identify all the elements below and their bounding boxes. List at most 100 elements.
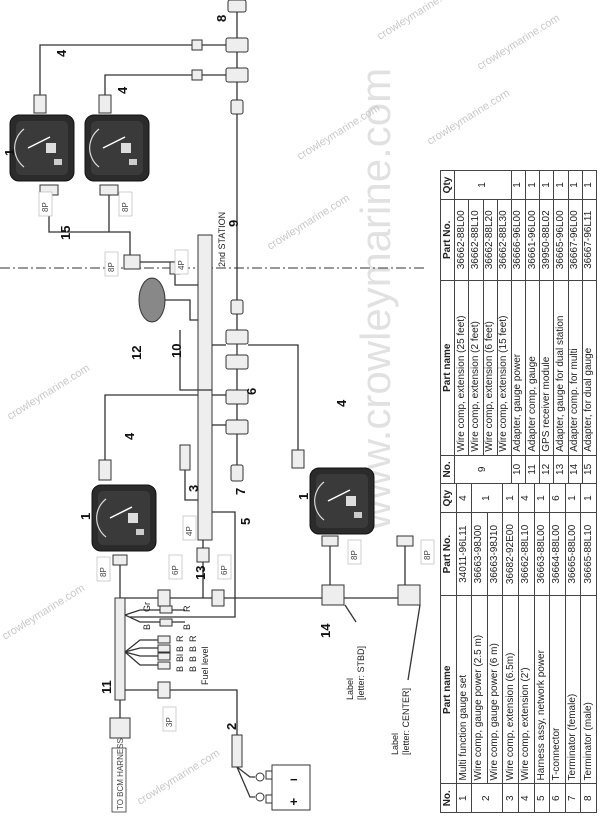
gps-receiver-module bbox=[138, 277, 166, 323]
cell-qty: 1 bbox=[568, 170, 583, 200]
cable-4-gauge3 bbox=[104, 394, 198, 480]
cell-no: 11 bbox=[525, 455, 540, 484]
connector-pin-label: 8P bbox=[423, 550, 432, 560]
connector-label-box bbox=[104, 251, 119, 277]
connector-pin-label: 4P bbox=[177, 260, 186, 270]
cell-no: 6 bbox=[549, 783, 566, 813]
cell-part-name: Adapter, gauge for dual station bbox=[553, 280, 569, 456]
battery-plus-sign: + bbox=[290, 794, 298, 809]
cell-part-no: 36663-88L00 bbox=[534, 512, 550, 596]
callout-number: 1 bbox=[78, 513, 93, 520]
watermark-small: crowleymarine.com bbox=[5, 362, 92, 422]
cell-no: 4 bbox=[518, 783, 535, 813]
stbd-label-letter: [letter: STBD] bbox=[356, 646, 366, 700]
multi-function-gauge bbox=[309, 467, 375, 535]
cable-2-fuse bbox=[231, 734, 243, 768]
cell-no: 3 bbox=[502, 783, 519, 813]
cell-part-no: 36665-88L10 bbox=[580, 512, 597, 596]
cable-15 bbox=[48, 195, 131, 255]
connector-label-box bbox=[168, 554, 183, 580]
callout-number: 12 bbox=[129, 346, 144, 360]
wire-color-code: B bbox=[188, 656, 198, 662]
cell-part-no: 36665-88L00 bbox=[565, 512, 581, 596]
center-label-letter: [letter: CENTER] bbox=[401, 688, 411, 755]
connector-label-box bbox=[174, 249, 189, 275]
cell-no: 12 bbox=[539, 455, 554, 484]
col-header-part-no: Part No. bbox=[440, 512, 457, 596]
table-row: Wire comp, extension (2 feet)36662-88L10 bbox=[468, 171, 484, 484]
wire-color-code: B bbox=[182, 624, 192, 630]
bcm-harness-label: TO BCM HARNESS bbox=[116, 738, 125, 810]
cable-4-gauge1 bbox=[39, 44, 192, 112]
cell-qty: 1 bbox=[565, 483, 581, 513]
cell-part-name: Wire comp, extension (2') bbox=[518, 595, 535, 784]
cell-part-no: 36665-96L00 bbox=[553, 199, 569, 281]
cell-part-no: 39950-88L02 bbox=[539, 199, 554, 281]
cell-part-no: 36662-88L20 bbox=[483, 199, 498, 281]
adapter-bar bbox=[197, 234, 213, 541]
callout-number: 13 bbox=[193, 566, 208, 580]
cell-part-name: Wire comp, gauge power (2.5 m) bbox=[471, 595, 488, 784]
cell-part-name: Terminator (female) bbox=[565, 595, 581, 784]
cell-qty: 1 bbox=[471, 483, 503, 513]
connector-label-box bbox=[38, 191, 53, 217]
col-header-no: No. bbox=[440, 783, 457, 813]
callout-number: 14 bbox=[318, 623, 333, 638]
cable-2 bbox=[125, 689, 238, 735]
stbd-label-title: Label bbox=[345, 678, 355, 700]
col-header-part-no: Part No. bbox=[440, 199, 455, 281]
wire-color-code: Bl bbox=[175, 654, 185, 662]
cell-part-name: Adapter comp. for multi bbox=[568, 280, 583, 456]
cable-4-gauge4 bbox=[248, 344, 299, 455]
cell-part-name: Terminator (male) bbox=[580, 595, 597, 784]
wire-color-code: R bbox=[175, 635, 185, 642]
connector-label-box bbox=[182, 515, 197, 541]
wire-color-code: B bbox=[142, 624, 152, 630]
connector-label-box bbox=[96, 556, 111, 582]
connector-pin-label: 3P bbox=[165, 717, 174, 727]
wire-color-code: R bbox=[188, 635, 198, 642]
cell-qty: 6 bbox=[549, 483, 566, 513]
multi-function-gauge bbox=[84, 114, 150, 182]
gauge2-connector bbox=[98, 94, 112, 114]
col-header-qty: Qty bbox=[440, 483, 457, 513]
wire-color-code: B bbox=[188, 646, 198, 652]
gauge3-connector bbox=[98, 459, 112, 481]
cell-qty: 1 bbox=[553, 170, 569, 200]
wire-color-code: B bbox=[188, 666, 198, 672]
watermark-small: crowleymarine.com bbox=[475, 12, 562, 72]
callout-number: 1 bbox=[2, 149, 17, 156]
cell-part-no: 36662-88L30 bbox=[497, 199, 512, 281]
second-station-label: 2nd STATION bbox=[217, 212, 227, 267]
cell-part-no: 36662-88L10 bbox=[468, 199, 484, 281]
connector-label-box bbox=[217, 554, 232, 580]
cell-part-name: Adapter, for dual gauge bbox=[582, 280, 597, 456]
battery bbox=[255, 764, 311, 811]
wire-color-code: B bbox=[175, 666, 185, 672]
cell-part-name: Adapter, gauge power bbox=[511, 280, 526, 456]
cell-qty: 1 bbox=[511, 170, 526, 200]
callout-number: 10 bbox=[169, 344, 184, 358]
col-header-part-name: Part name bbox=[440, 280, 455, 456]
watermark-small: crowleymarine.com bbox=[375, 0, 462, 43]
callout-number: 4 bbox=[334, 399, 349, 407]
battery-lead-neg bbox=[236, 766, 255, 778]
gauge2-8p-plug bbox=[99, 184, 119, 196]
3p-connector bbox=[157, 681, 171, 699]
cell-part-no: 36667-96L00 bbox=[568, 199, 583, 281]
table-row: Wire comp, gauge power (6 m)36663-98J10 bbox=[487, 484, 503, 813]
callout-number: 6 bbox=[244, 388, 259, 395]
cell-part-name: Harness assy, network power bbox=[534, 595, 550, 784]
watermark-small: crowleymarine.com bbox=[0, 582, 87, 642]
cell-no: 15 bbox=[582, 455, 597, 484]
cell-qty: 1 bbox=[539, 170, 554, 200]
connector-pin-label: 8P bbox=[41, 202, 50, 212]
